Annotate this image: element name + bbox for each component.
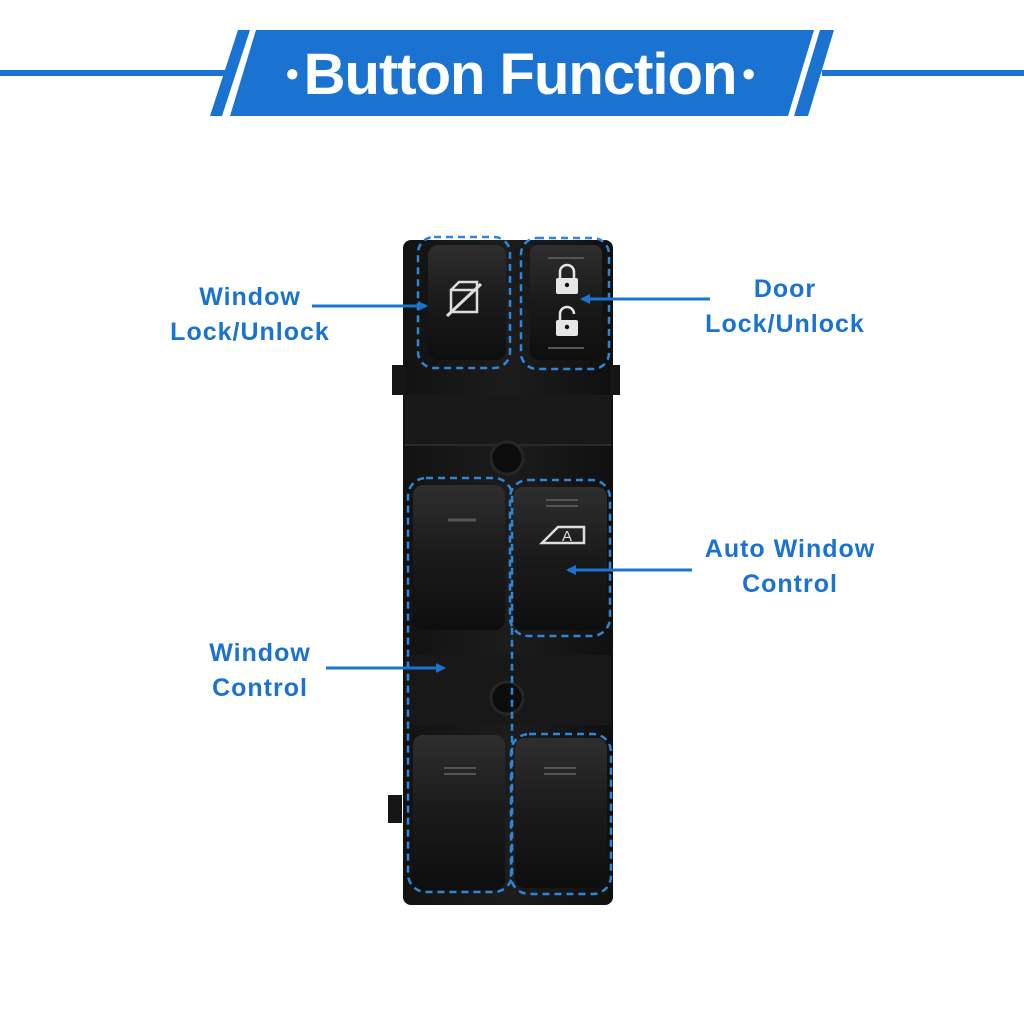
callout-arrows xyxy=(312,294,710,673)
page-title: •Button Function• xyxy=(286,41,755,107)
callout-window-lock-line1: Window xyxy=(199,283,301,311)
lock-open-icon xyxy=(556,305,578,336)
highlight-outlines xyxy=(406,235,613,896)
window-control-button-front[interactable] xyxy=(413,485,505,630)
window-lock-icon xyxy=(445,280,483,318)
callout-window-control: Window Control xyxy=(170,636,350,706)
lock-closed-icon xyxy=(556,263,578,294)
callout-door-lock-line1: Door xyxy=(753,275,817,303)
callout-window-lock: Window Lock/Unlock xyxy=(150,280,350,350)
callout-window-lock-line2: Lock/Unlock xyxy=(170,318,330,346)
callout-window-control-line2: Control xyxy=(212,674,308,702)
door-lock-button[interactable] xyxy=(530,245,602,360)
window-control-button-rear-right[interactable] xyxy=(515,738,607,888)
highlight-rear-right xyxy=(509,732,613,896)
header-rule-left xyxy=(0,70,225,76)
header-banner xyxy=(210,30,834,116)
window-lock-button[interactable] xyxy=(428,245,506,360)
page-title-text: Button Function xyxy=(303,41,738,107)
callout-auto-window-line1: Auto Window xyxy=(704,535,876,563)
callout-door-lock-line2: Lock/Unlock xyxy=(705,310,865,338)
highlight-window-lock xyxy=(416,235,512,370)
window-control-button-rear-left[interactable] xyxy=(413,735,505,890)
header-rule-right xyxy=(822,70,1024,76)
callout-window-control-line1: Window xyxy=(209,639,311,667)
callout-door-lock: Door Lock/Unlock xyxy=(680,272,890,342)
svg-text:A: A xyxy=(562,528,572,545)
highlight-door-lock xyxy=(519,236,611,371)
auto-window-icon: A xyxy=(538,525,586,545)
auto-window-button[interactable]: A xyxy=(513,487,607,630)
callout-auto-window-line2: Control xyxy=(742,570,838,598)
callout-auto-window: Auto Window Control xyxy=(680,532,900,602)
